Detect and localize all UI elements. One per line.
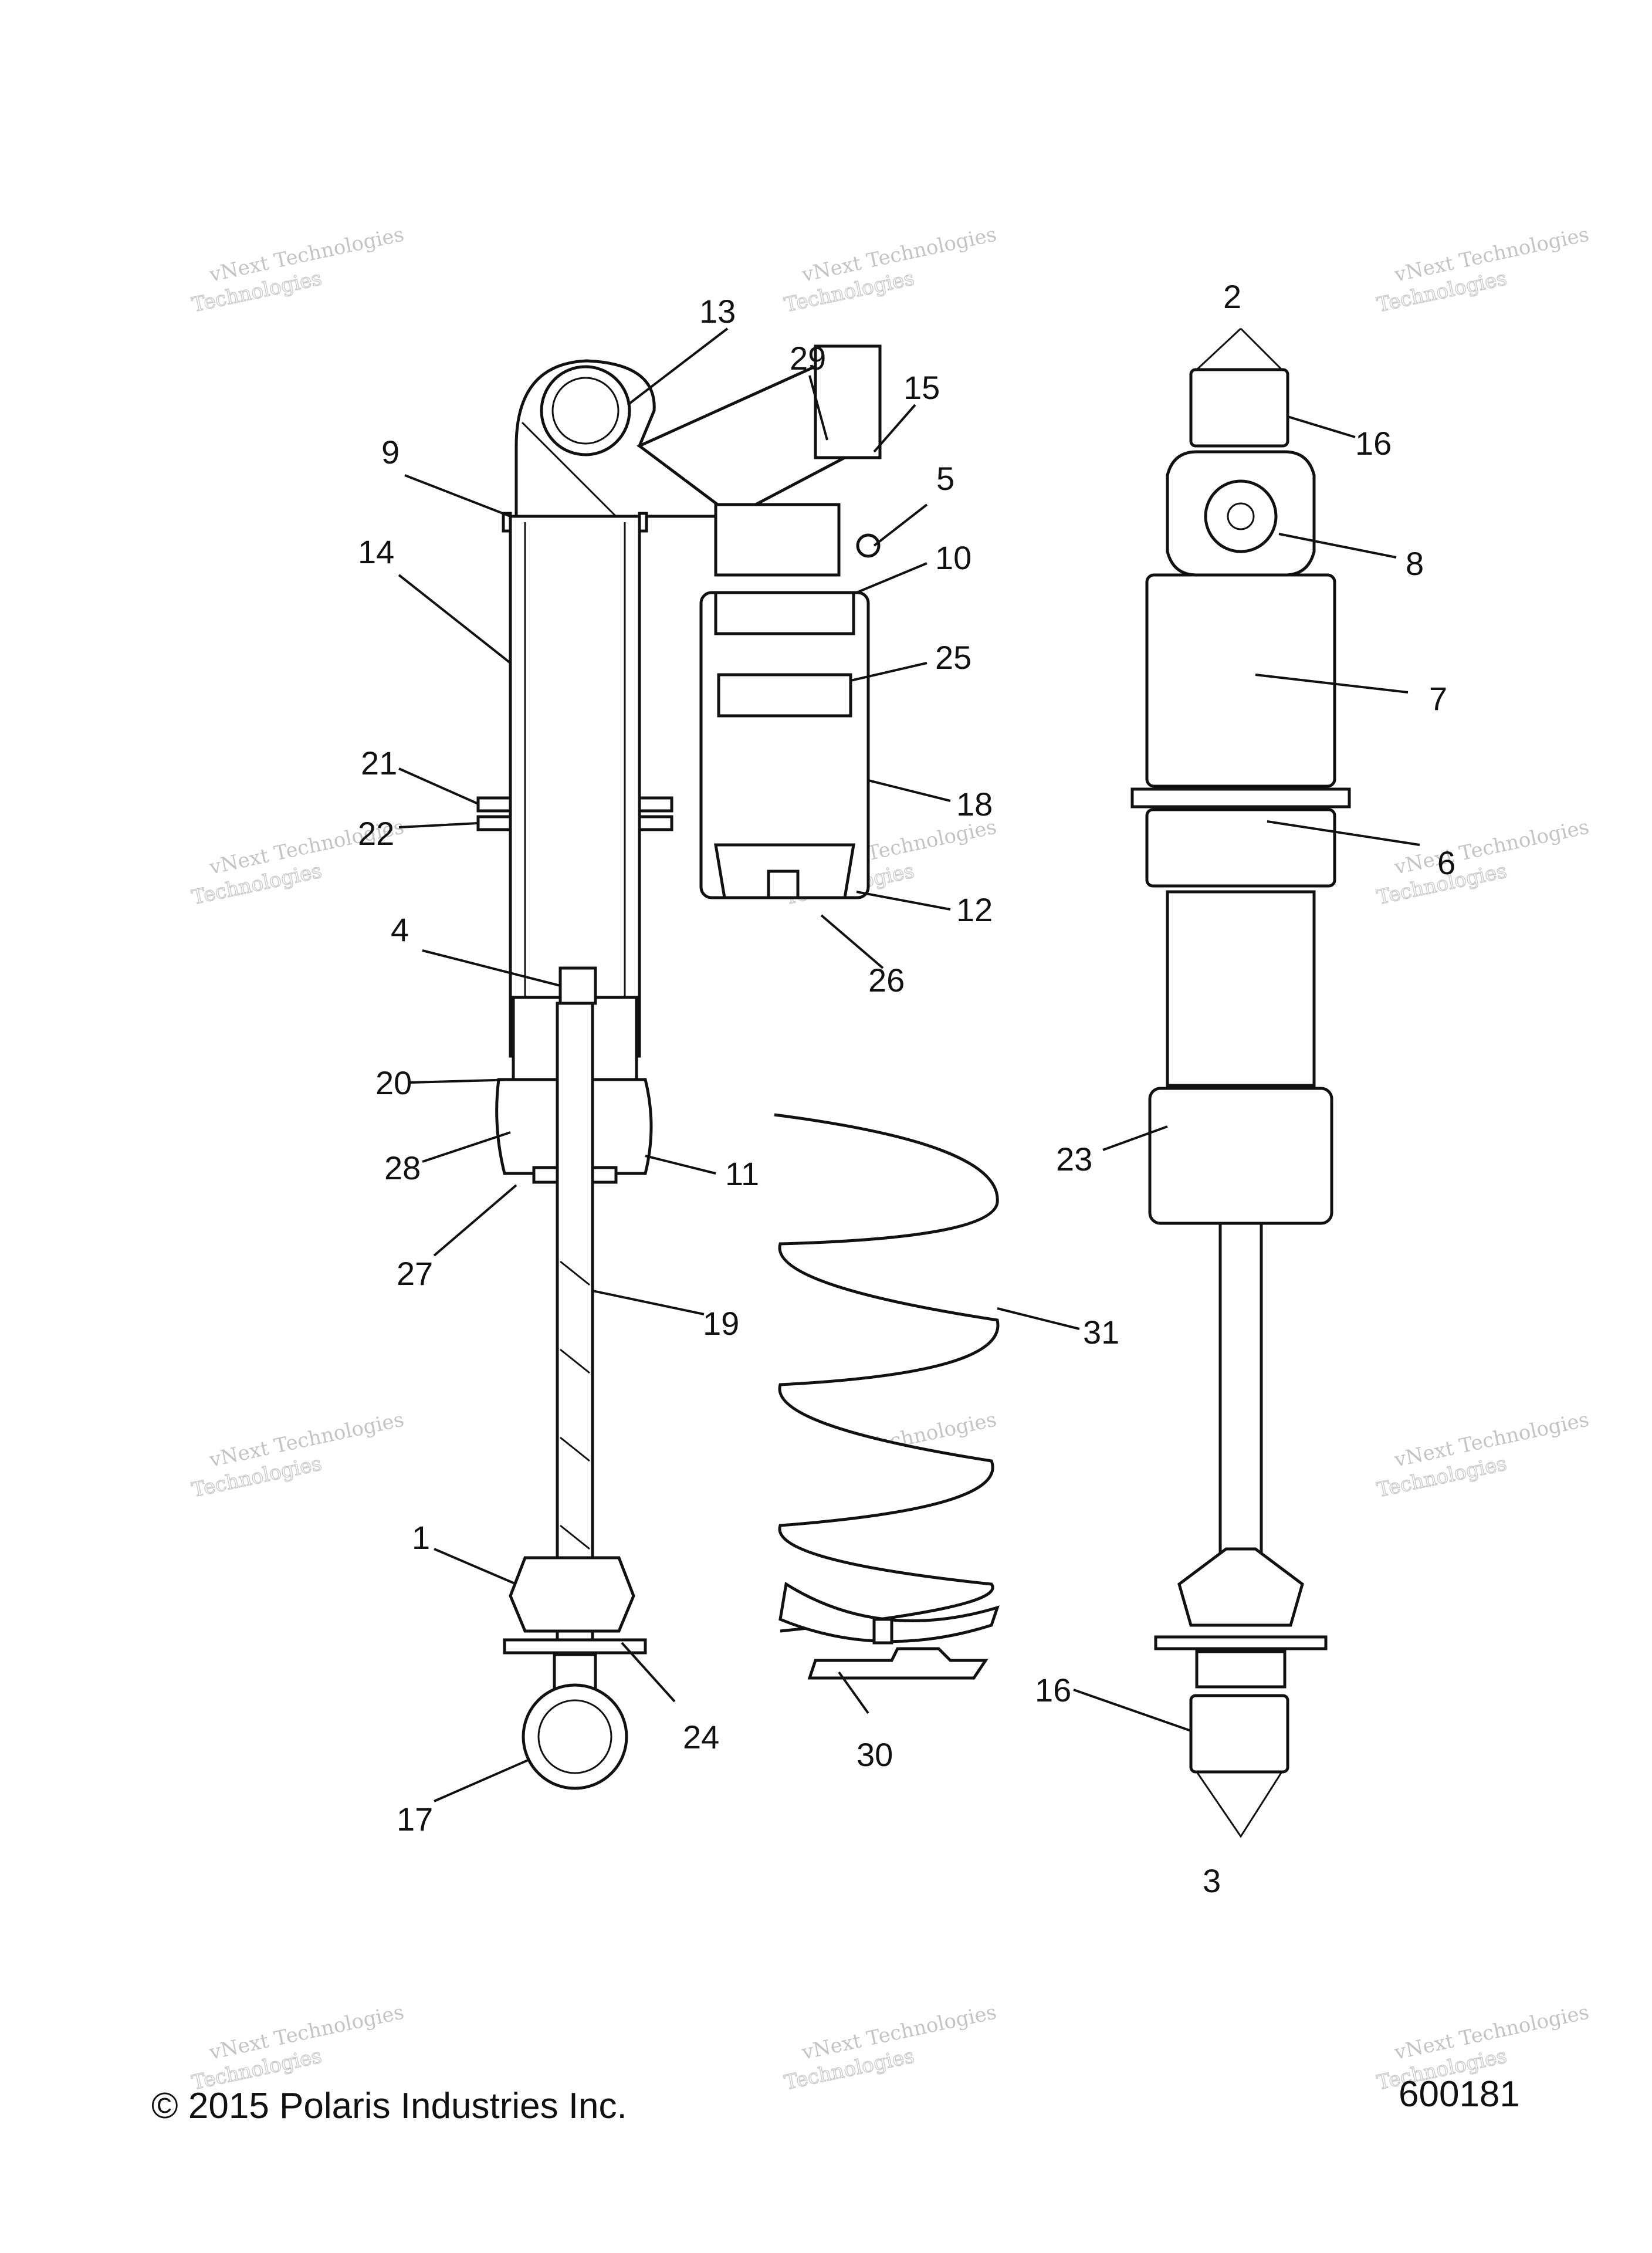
callout-17: 17 <box>397 1801 433 1838</box>
spring-assembly <box>774 1113 1000 1680</box>
body-tube <box>509 515 641 1058</box>
collar-6 <box>1145 808 1336 888</box>
callout-11: 11 <box>725 1155 759 1192</box>
callout-27: 27 <box>397 1255 433 1292</box>
arrow-3 <box>1196 1771 1283 1838</box>
compression-adjuster <box>714 503 841 577</box>
callout-12: 12 <box>956 891 993 928</box>
leader-lines <box>398 327 1420 1802</box>
callout-29: 29 <box>790 340 826 377</box>
figure-number: 600181 <box>1399 2074 1520 2115</box>
ifp-25 <box>717 673 852 718</box>
collar-21 <box>638 796 673 813</box>
callouts: 13 29 15 9 5 10 14 25 18 21 22 12 4 26 2… <box>358 278 1455 1899</box>
piston-nut <box>558 966 597 1005</box>
arrow-2 <box>1196 327 1283 371</box>
bumper-external <box>1177 1547 1304 1627</box>
shaft-hatch <box>560 1260 590 1286</box>
callout-8: 8 <box>1406 545 1424 582</box>
section-hatch <box>521 421 617 517</box>
callout-5: 5 <box>936 460 954 497</box>
callout-23: 23 <box>1056 1141 1092 1178</box>
adjuster-dial-center <box>1227 502 1255 530</box>
valve-26 <box>767 870 800 899</box>
adjuster-knob-15 <box>814 344 882 459</box>
top-clip <box>638 512 648 533</box>
callout-26: 26 <box>868 962 905 999</box>
callout-14: 14 <box>358 533 394 570</box>
callout-20: 20 <box>375 1064 412 1101</box>
callout-16: 16 <box>1035 1672 1071 1709</box>
callout-18: 18 <box>956 786 993 823</box>
coil-spring-31 <box>774 1113 1000 1633</box>
shock-cross-section <box>476 344 882 1790</box>
callout-3: 3 <box>1203 1862 1221 1899</box>
callout-1: 1 <box>412 1519 430 1556</box>
collar-22 <box>476 815 512 831</box>
callout-24: 24 <box>683 1718 719 1755</box>
reservoir-end-cap <box>714 591 855 635</box>
callout-2: 2 <box>1223 278 1241 315</box>
spring-seat-30 <box>807 1647 989 1680</box>
callout-15: 15 <box>903 369 940 406</box>
lower-eye-neck-external <box>1195 1650 1287 1689</box>
bushing-16-top <box>1189 368 1289 448</box>
shaft-hatch <box>560 1524 590 1550</box>
bearing-bore <box>537 1699 612 1774</box>
shaft-hatch <box>560 1348 590 1374</box>
callout-13: 13 <box>699 293 736 330</box>
callout-6: 6 <box>1437 844 1455 881</box>
callout-22: 22 <box>358 815 394 852</box>
callout-16: 16 <box>1355 425 1392 462</box>
preload-ring-6 <box>1130 787 1351 808</box>
shaft-external <box>1218 1222 1263 1565</box>
seal-cap-23 <box>1148 1087 1333 1225</box>
collar-22 <box>638 815 673 831</box>
adjuster-dial-8 <box>1204 479 1278 553</box>
callout-10: 10 <box>935 539 971 576</box>
callout-9: 9 <box>381 434 400 471</box>
body-lower <box>1166 890 1316 1087</box>
shaft-hatch <box>560 1436 590 1462</box>
adjuster-screw-5 <box>856 533 881 558</box>
bushing-16-bottom <box>1189 1694 1289 1774</box>
spring-retainer <box>778 1581 1000 1643</box>
callout-7: 7 <box>1429 680 1447 717</box>
shock-external-view <box>1130 327 1351 1838</box>
callout-25: 25 <box>935 639 971 676</box>
copyright-notice: © 2015 Polaris Industries Inc. <box>151 2086 627 2126</box>
retainer-stud <box>872 1618 893 1645</box>
top-eye <box>540 365 631 456</box>
washer <box>503 1638 647 1655</box>
callout-30: 30 <box>857 1736 893 1773</box>
washer-external <box>1154 1635 1328 1650</box>
reservoir-7 <box>1145 573 1336 788</box>
bumper <box>509 1556 635 1633</box>
callout-4: 4 <box>391 911 409 948</box>
top-eye-bore <box>551 377 620 445</box>
collar-21 <box>476 796 512 813</box>
callout-21: 21 <box>361 745 397 782</box>
callout-31: 31 <box>1083 1314 1119 1351</box>
callout-19: 19 <box>703 1305 739 1342</box>
callout-28: 28 <box>384 1149 421 1186</box>
top-clip <box>502 512 512 533</box>
